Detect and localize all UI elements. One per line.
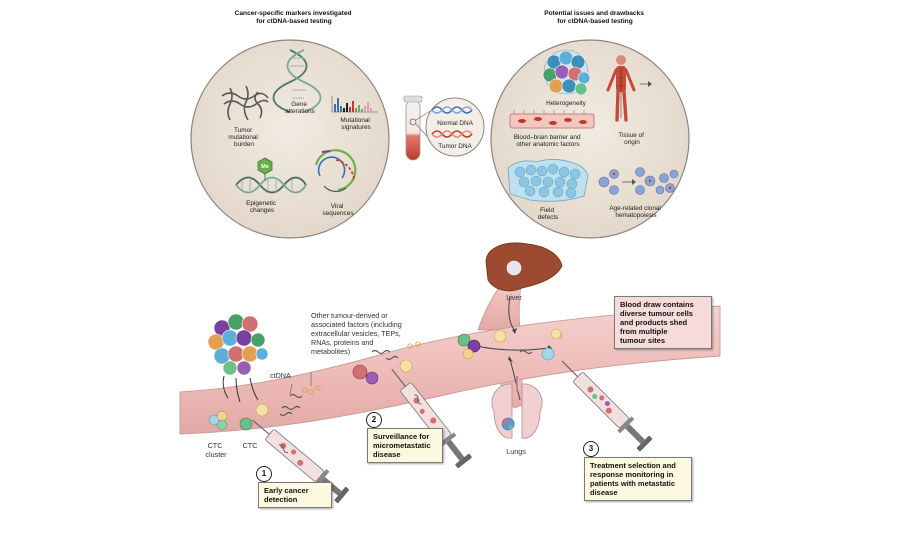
label-other-line-2: associated factors (including <box>311 320 402 329</box>
label-mutational-signatures: Mutational signatures <box>340 117 371 131</box>
ctc-cell-icon-2 <box>255 403 269 417</box>
dna-helix-icon <box>272 49 322 113</box>
label-field-defects: Field defects <box>538 207 559 221</box>
label-tmb-line-3: burden <box>234 141 254 148</box>
label-clonal-hematopoiesis: Age-related clonal hematopoiesis <box>609 205 662 219</box>
markers-circle <box>190 39 390 239</box>
normal-dna-helix-icon <box>431 106 473 114</box>
label-tissue-line-1: Tissue of <box>618 132 644 139</box>
methyl-hexagon-icon <box>257 157 273 175</box>
label-mutsig-line-1: Mutational <box>340 117 370 124</box>
label-gene-line-2: alterations <box>285 108 315 115</box>
drawbacks-title-line-2: for ctDNA-based testing <box>557 18 632 25</box>
heterogeneous-tumor-icon <box>542 49 591 96</box>
test-tube-cap <box>403 95 423 103</box>
liver-metastasis-icon <box>506 260 522 276</box>
label-mutsig-line-2: signatures <box>341 124 371 131</box>
label-tissue-of-origin: Tissue of origin <box>618 132 645 146</box>
label-other-factors: Other tumour-derived or associated facto… <box>311 311 404 356</box>
label-heterogeneity: Heterogeneity <box>546 100 587 107</box>
label-ctc-cluster-line-1: CTC <box>208 441 223 450</box>
label-viral-sequences: Viral sequences <box>323 203 354 217</box>
label-ctc-cluster: CTC cluster <box>205 441 227 459</box>
step-1-box: Early cancer detection <box>258 482 332 508</box>
primary-tumor-icon <box>207 313 269 376</box>
label-ctc-cluster-line-2: cluster <box>205 450 227 459</box>
label-other-line-4: RNAs, proteins and <box>311 338 373 347</box>
step-3-badge: 3 <box>583 441 599 457</box>
label-ctc: CTC <box>243 441 258 450</box>
tangled-dna-icon <box>221 85 269 121</box>
label-gene-line-1: Gene <box>291 101 307 108</box>
vessel-panel: Liver Lungs Other tumour-derived or asso… <box>179 242 721 504</box>
label-tmb-line-1: Tumor <box>234 127 253 134</box>
lungs-icon <box>491 376 543 439</box>
label-epi-line-1: Epigenetic <box>246 200 277 207</box>
drawbacks-title-line-1: Potential issues and drawbacks <box>544 10 644 17</box>
tube-focus-ring <box>409 118 417 126</box>
label-tumor-dna: Tumor DNA <box>438 143 472 150</box>
label-chip-line-1: Age-related clonal <box>609 205 661 212</box>
blood-draw-callout: Blood draw contains diverse tumour cells… <box>614 296 712 349</box>
field-defect-tissue-icon <box>507 159 589 202</box>
shedding-arrows <box>222 375 259 403</box>
ctc-cluster-icon <box>208 410 228 431</box>
markers-title: Cancer-specific markers investigated for… <box>235 10 354 25</box>
ctdna-leader <box>289 383 293 395</box>
label-bbb-line-2: other anatomic factors <box>516 141 579 148</box>
label-bbb-line-1: Blood–brain barrier and <box>514 134 581 141</box>
label-gene-alterations: Gene alterations <box>285 101 315 115</box>
mutational-signature-bars <box>331 96 378 113</box>
label-tissue-line-2: origin <box>624 139 640 146</box>
tube-zoom-line-top <box>415 109 433 121</box>
step-1-badge: 1 <box>256 466 272 482</box>
liver-icon <box>485 242 563 292</box>
label-field-line-2: defects <box>538 214 559 221</box>
drawbacks-panel: Potential issues and drawbacks for ctDNA… <box>490 10 690 239</box>
clonal-hematopoiesis-icon <box>598 167 679 195</box>
viral-genome-icon <box>314 149 357 193</box>
label-lungs: Lungs <box>506 447 526 456</box>
label-liver: Liver <box>506 293 522 302</box>
circulating-cells-mid <box>352 328 562 385</box>
tumor-dna-helix-icon <box>431 130 473 138</box>
markers-title-line-1: Cancer-specific markers investigated <box>235 10 352 17</box>
main-blood-vessel <box>179 305 721 435</box>
step-3-box: Treatment selection and response monitor… <box>584 457 692 501</box>
blood-vessel-barrier-icon <box>509 110 595 129</box>
label-chip-line-2: hematopoiesis <box>615 212 656 219</box>
label-field-line-1: Field <box>540 207 554 214</box>
syringe-3-icon <box>561 360 653 452</box>
drawbacks-title: Potential issues and drawbacks for ctDNA… <box>544 10 646 25</box>
test-tube-icon <box>405 99 421 161</box>
label-epigenetic-changes: Epigenetic changes <box>246 200 278 214</box>
label-other-line-3: extracellular vesicles, TEPs, <box>311 329 401 338</box>
label-tumor-mutational-burden: Tumor mutational burden <box>228 127 259 148</box>
step-2-box: Surveillance for micrometastatic disease <box>367 428 443 463</box>
step-2-badge: 2 <box>366 412 382 428</box>
label-blood-brain-barrier: Blood–brain barrier and other anatomic f… <box>514 134 583 148</box>
label-ctdna: ctDNA <box>270 371 291 380</box>
extracellular-vesicles-icon <box>302 333 563 395</box>
label-normal-dna: Normal DNA <box>437 120 474 127</box>
markers-title-line-2: for ctDNA-based testing <box>256 18 331 25</box>
label-other-line-1: Other tumour-derived or <box>311 311 388 320</box>
methylated-dna-icon: Me <box>235 157 307 194</box>
ctc-cell-icon <box>239 417 253 431</box>
label-epi-line-2: changes <box>250 207 274 214</box>
syringe-2-icon <box>391 368 472 469</box>
ctdna-fragments-icon <box>279 349 533 417</box>
label-viral-line-2: sequences <box>323 210 354 217</box>
label-other-line-5: metabolites) <box>311 347 350 356</box>
label-tmb-line-2: mutational <box>228 134 258 141</box>
markers-panel: Cancer-specific markers investigated for… <box>190 10 390 239</box>
human-body-icon <box>606 55 652 122</box>
methyl-label: Me <box>261 164 269 170</box>
label-viral-line-1: Viral <box>331 203 344 210</box>
blood-tube-panel: Normal DNA Tumor DNA <box>403 95 485 161</box>
